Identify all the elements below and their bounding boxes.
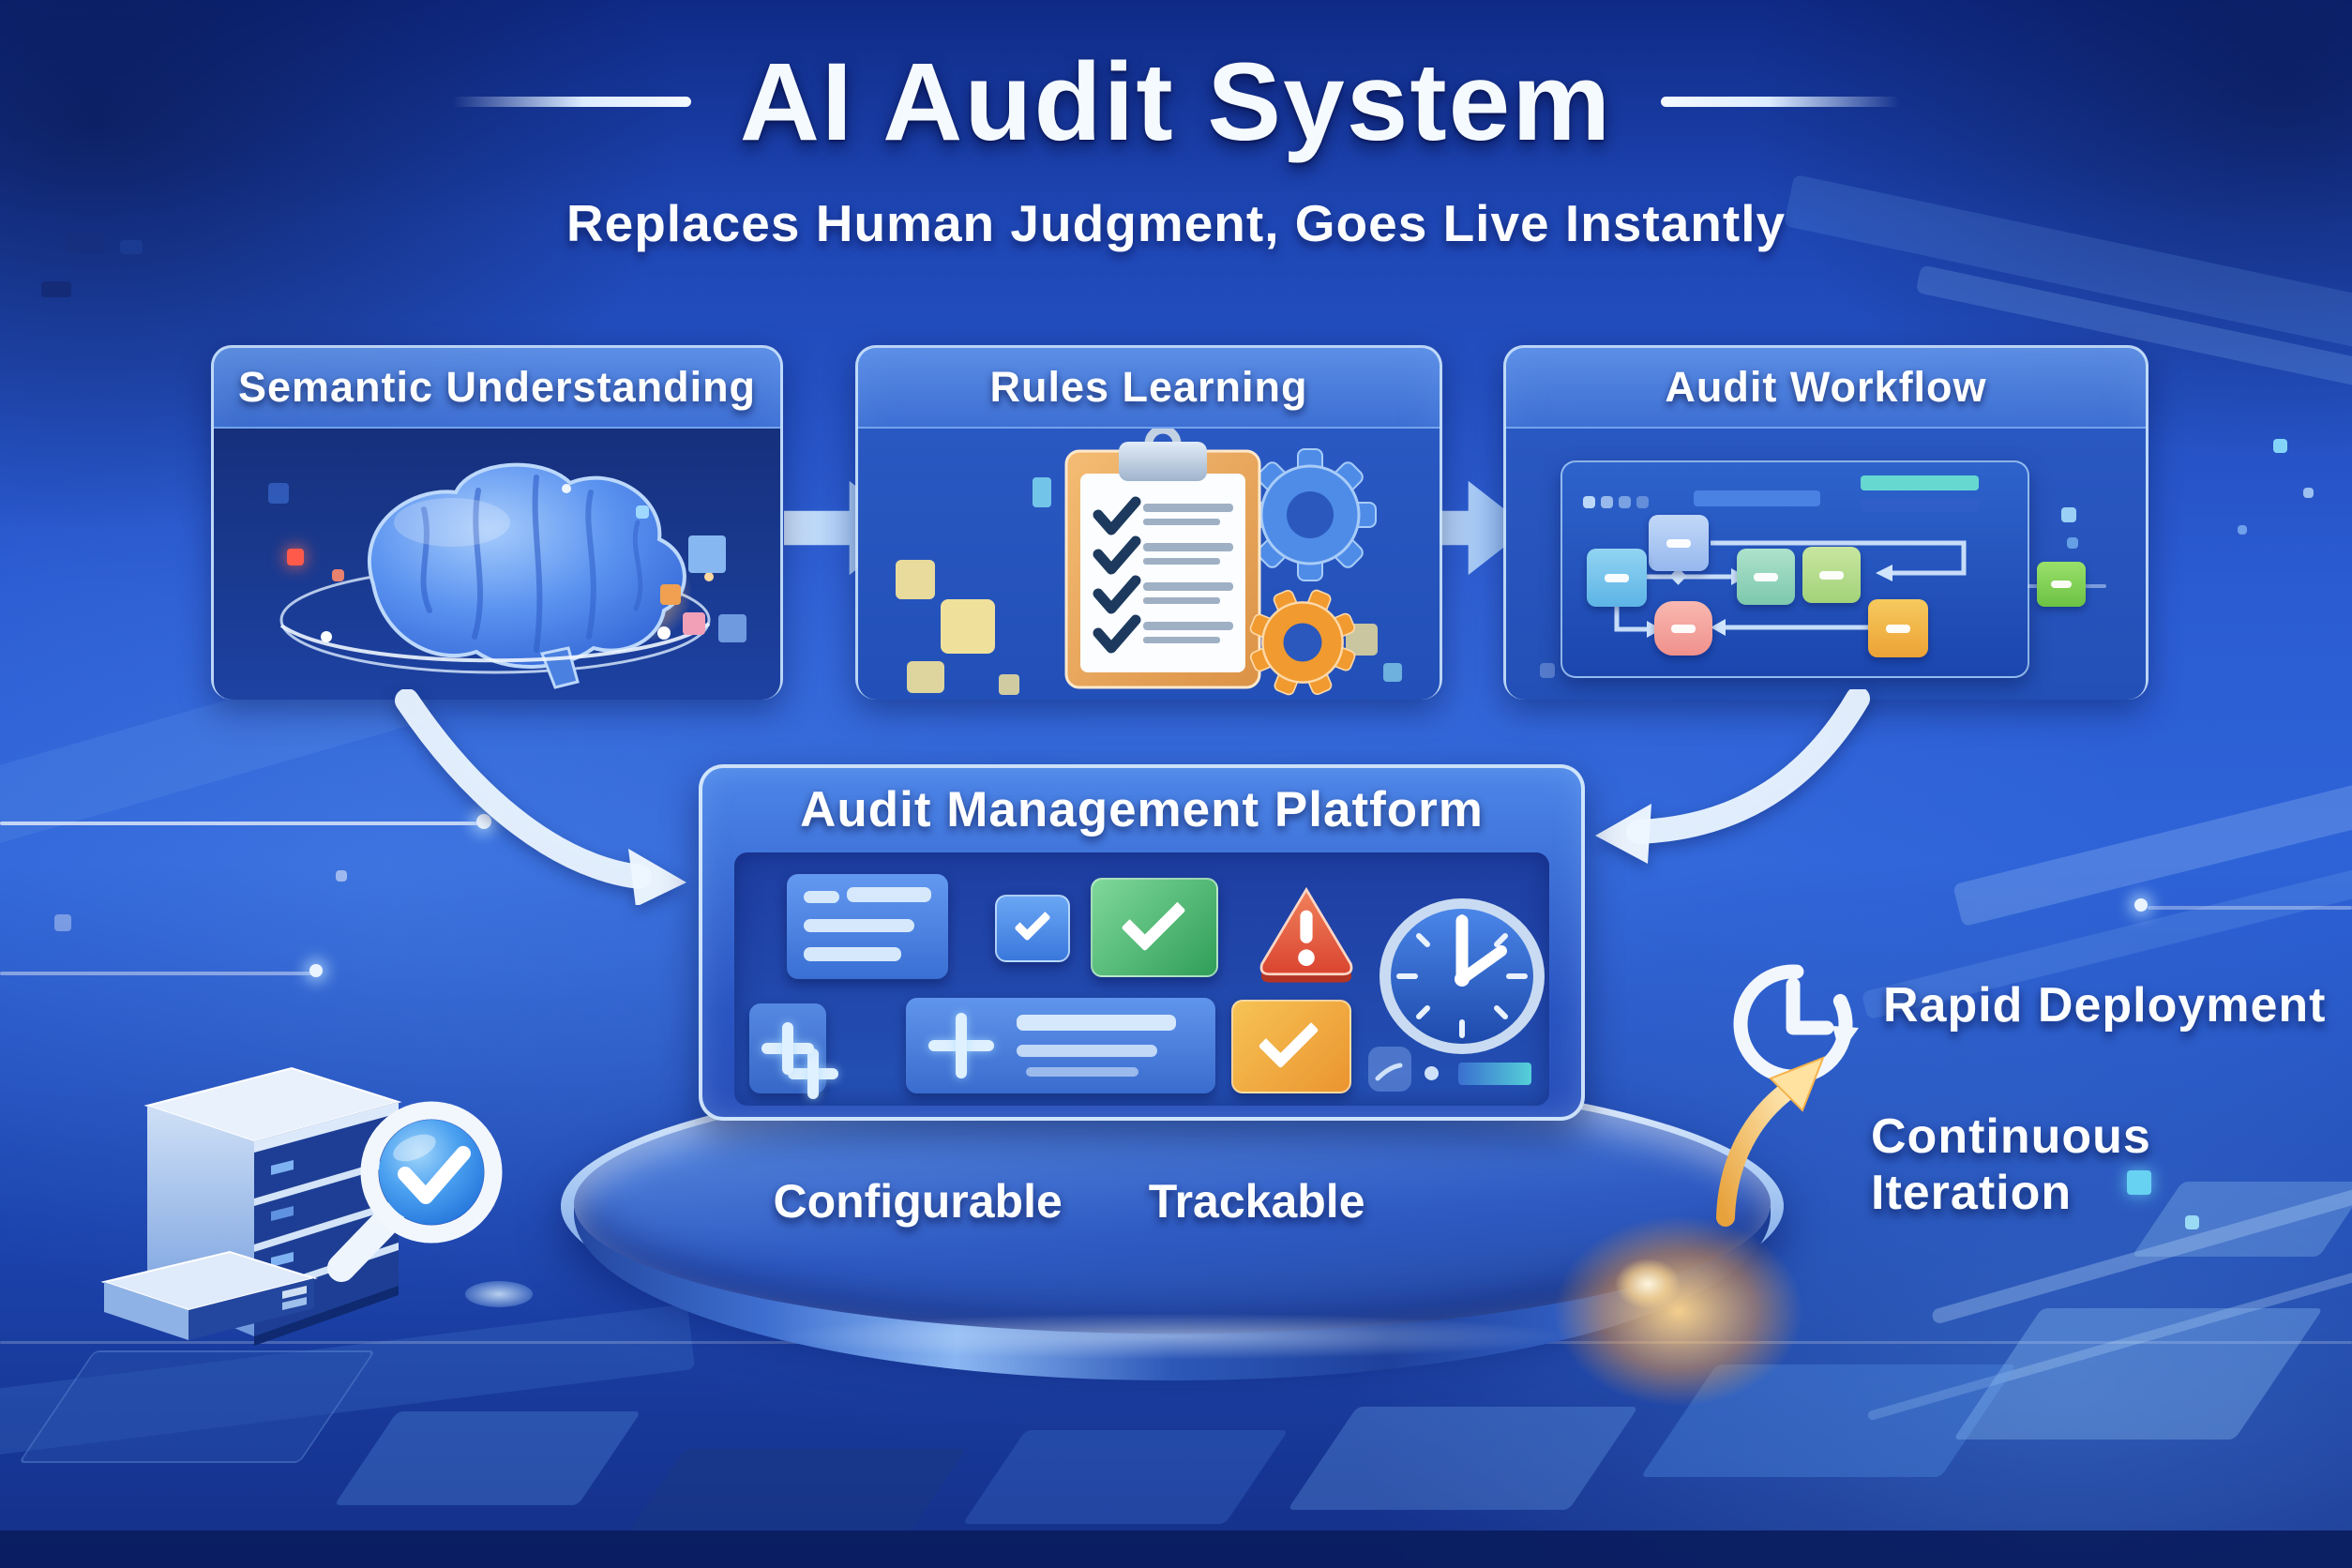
decor-tile xyxy=(627,1449,967,1533)
workflow-illustration xyxy=(1506,429,2146,700)
decor-dot-square xyxy=(1601,496,1613,508)
decor-square xyxy=(660,584,681,605)
decor-tile xyxy=(334,1411,641,1505)
decor-square xyxy=(2238,525,2247,535)
decor-square xyxy=(718,614,746,642)
brain-icon xyxy=(279,462,714,689)
magnifier-check-icon xyxy=(327,1101,503,1282)
plus-card-icon xyxy=(749,1003,826,1093)
decor-line xyxy=(0,822,488,825)
decor-dot xyxy=(476,814,491,829)
decor-square xyxy=(2061,507,2076,522)
decor-square xyxy=(336,870,347,882)
feature-continuous-iteration: Continuous Iteration xyxy=(1871,1109,2151,1220)
flow-node xyxy=(1802,547,1861,603)
curved-arrow-icon xyxy=(395,689,686,905)
tag-configurable: Configurable xyxy=(773,1175,1063,1228)
decor-square xyxy=(1540,663,1555,678)
panel-title: Audit Management Platform xyxy=(800,781,1484,837)
flow-node xyxy=(1868,599,1928,657)
card-audit-workflow: Audit Workflow xyxy=(1503,345,2148,700)
warning-triangle-icon xyxy=(1259,886,1353,983)
decor-square xyxy=(332,569,344,581)
plus-list-icon xyxy=(906,998,1215,1093)
decor-bar xyxy=(1861,498,1979,512)
platform-tags: Configurable Trackable xyxy=(713,1174,1425,1229)
decor-square xyxy=(287,549,304,565)
decor-tile xyxy=(18,1350,376,1463)
check-square-green-icon xyxy=(1091,878,1218,977)
decor-line xyxy=(2148,906,2352,910)
decor-square xyxy=(688,535,726,573)
glow-flare-core xyxy=(1615,1259,1681,1309)
checkbox-check-icon xyxy=(995,895,1070,962)
decor-tile xyxy=(1287,1407,1639,1510)
brain-illustration xyxy=(214,429,780,700)
decor-square xyxy=(2067,537,2078,549)
decor-dot xyxy=(2134,898,2148,912)
clipboard-check-icon xyxy=(896,429,1402,696)
audit-management-platform-panel: Audit Management Platform xyxy=(699,764,1585,1121)
flowchart-icon xyxy=(1560,460,2029,678)
decor-streak xyxy=(1952,766,2352,927)
card-rules-learning: Rules Learning xyxy=(855,345,1442,700)
decor-bar xyxy=(1694,490,1820,506)
flow-node xyxy=(1649,515,1709,571)
decor-dot-square xyxy=(1583,496,1595,508)
decor-square xyxy=(41,281,71,297)
decor-square xyxy=(2303,488,2314,498)
decor-tile xyxy=(962,1430,1289,1524)
decor-dot xyxy=(309,964,323,977)
check-square-orange-icon xyxy=(1231,1000,1351,1093)
page-title-row: AI Audit System xyxy=(0,24,2352,179)
flow-node xyxy=(1587,549,1647,607)
card-semantic-understanding: Semantic Understanding xyxy=(211,345,783,700)
gear-icon xyxy=(1244,448,1377,581)
decor-mini-card xyxy=(1368,1047,1411,1092)
card-title: Rules Learning xyxy=(858,348,1440,429)
decor-bar xyxy=(1458,1063,1531,1085)
list-lines-icon xyxy=(787,874,948,979)
decor-bar xyxy=(1861,475,1979,490)
feature-rapid-deployment: Rapid Deployment xyxy=(1883,978,2327,1033)
decor-square xyxy=(268,483,289,504)
title-dash xyxy=(1661,97,1901,107)
decor-line xyxy=(0,972,319,975)
page-title: AI Audit System xyxy=(739,39,1613,164)
podium-sheen xyxy=(647,1305,1697,1367)
card-title: Audit Workflow xyxy=(1506,348,2146,429)
decor-square xyxy=(2273,439,2287,453)
tag-trackable: Trackable xyxy=(1148,1175,1365,1228)
flow-node xyxy=(1737,549,1795,605)
page-subtitle: Replaces Human Judgment, Goes Live Insta… xyxy=(565,194,1787,252)
decor-dot-square xyxy=(1636,496,1649,508)
title-dash xyxy=(451,97,691,107)
card-title: Semantic Understanding xyxy=(214,348,780,429)
rules-illustration xyxy=(858,429,1440,700)
flow-node xyxy=(1654,601,1712,656)
clock-icon xyxy=(1380,898,1545,1054)
decor-dot-square xyxy=(1619,496,1631,508)
bottom-dark-band xyxy=(0,1530,2352,1568)
decor-tile xyxy=(1640,1364,2017,1477)
decor-square xyxy=(683,612,705,635)
curved-arrow-icon xyxy=(1595,689,1870,864)
gear-icon xyxy=(1249,589,1356,696)
decor-square xyxy=(636,505,649,519)
decor-streak xyxy=(1866,1251,2352,1422)
panel-body xyxy=(734,852,1549,1106)
growth-arrow-icon xyxy=(1716,1056,1825,1227)
flow-node xyxy=(2037,562,2086,607)
decor-tile xyxy=(1952,1308,2324,1440)
decor-square xyxy=(54,914,71,931)
decor-dot xyxy=(1425,1066,1439,1080)
